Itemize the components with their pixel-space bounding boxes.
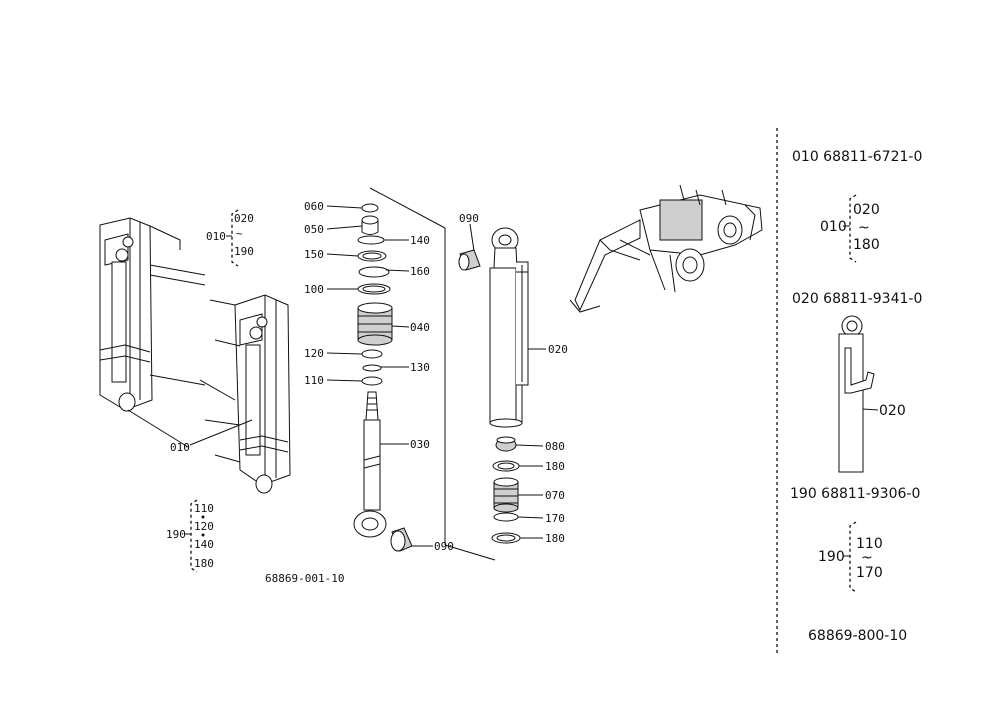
callout-140: 140 xyxy=(410,234,430,247)
callout-150: 150 xyxy=(304,248,324,261)
boom-frame-drawing xyxy=(99,217,291,494)
parts-list-line: 190 68811-9306-0 xyxy=(790,486,920,502)
group-010-from: 020 xyxy=(234,212,254,225)
exploded-rod-drawing xyxy=(326,187,496,561)
right-group-190-parent: 190 xyxy=(818,549,845,565)
callout-180-upper: 180 xyxy=(545,460,565,473)
callout-120: 120 xyxy=(304,347,324,360)
right-group-010-tilde: ~ xyxy=(858,220,870,236)
tractor-backhoe-illustration xyxy=(569,184,763,313)
right-group-190-tilde: ~ xyxy=(861,550,873,566)
callout-170: 170 xyxy=(545,512,565,525)
callout-040: 040 xyxy=(410,321,430,334)
callout-180-lower: 180 xyxy=(545,532,565,545)
right-cyl-callout: 020 xyxy=(879,403,906,419)
callout-100: 100 xyxy=(304,283,324,296)
right-cylinder-drawing xyxy=(838,315,879,473)
group-010-tilde: ~ xyxy=(236,227,243,240)
callout-070: 070 xyxy=(545,489,565,502)
group-190-bracket xyxy=(185,499,205,573)
right-group-010-to: 180 xyxy=(853,237,880,253)
callout-090-bushing: 090 xyxy=(434,540,454,553)
group-190-item: 110 xyxy=(194,502,214,515)
group-010-parent: 010 xyxy=(206,230,226,243)
right-group-010-parent: 010 xyxy=(820,219,847,235)
hydraulic-cylinder-drawing xyxy=(458,223,546,544)
callout-130: 130 xyxy=(410,361,430,374)
group-010-bracket xyxy=(226,209,239,267)
callout-110: 110 xyxy=(304,374,324,387)
callout-060: 060 xyxy=(304,200,324,213)
right-group-010-bracket xyxy=(843,194,857,263)
callout-160: 160 xyxy=(410,265,430,278)
right-group-010-from: 020 xyxy=(853,202,880,218)
parts-list-line: 010 68811-6721-0 xyxy=(792,149,922,165)
callout-090-top: 090 xyxy=(459,212,479,225)
callout-080: 080 xyxy=(545,440,565,453)
callout-050: 050 xyxy=(304,223,324,236)
group-010-to: 190 xyxy=(234,245,254,258)
right-group-190-from: 110 xyxy=(856,536,883,552)
left-reference-code: 68869-001-10 xyxy=(265,572,344,585)
right-group-190-bracket xyxy=(843,521,857,593)
right-reference-code: 68869-800-10 xyxy=(808,628,907,644)
frame-callout: 010 xyxy=(170,441,190,454)
parts-list-line: 020 68811-9341-0 xyxy=(792,291,922,307)
group-190-item: 180 xyxy=(194,557,214,570)
right-group-190-to: 170 xyxy=(856,565,883,581)
group-190-parent: 190 xyxy=(166,528,186,541)
callout-030: 030 xyxy=(410,438,430,451)
group-190-item: 140 xyxy=(194,538,214,551)
callout-020: 020 xyxy=(548,343,568,356)
group-190-item: 120 xyxy=(194,520,214,533)
